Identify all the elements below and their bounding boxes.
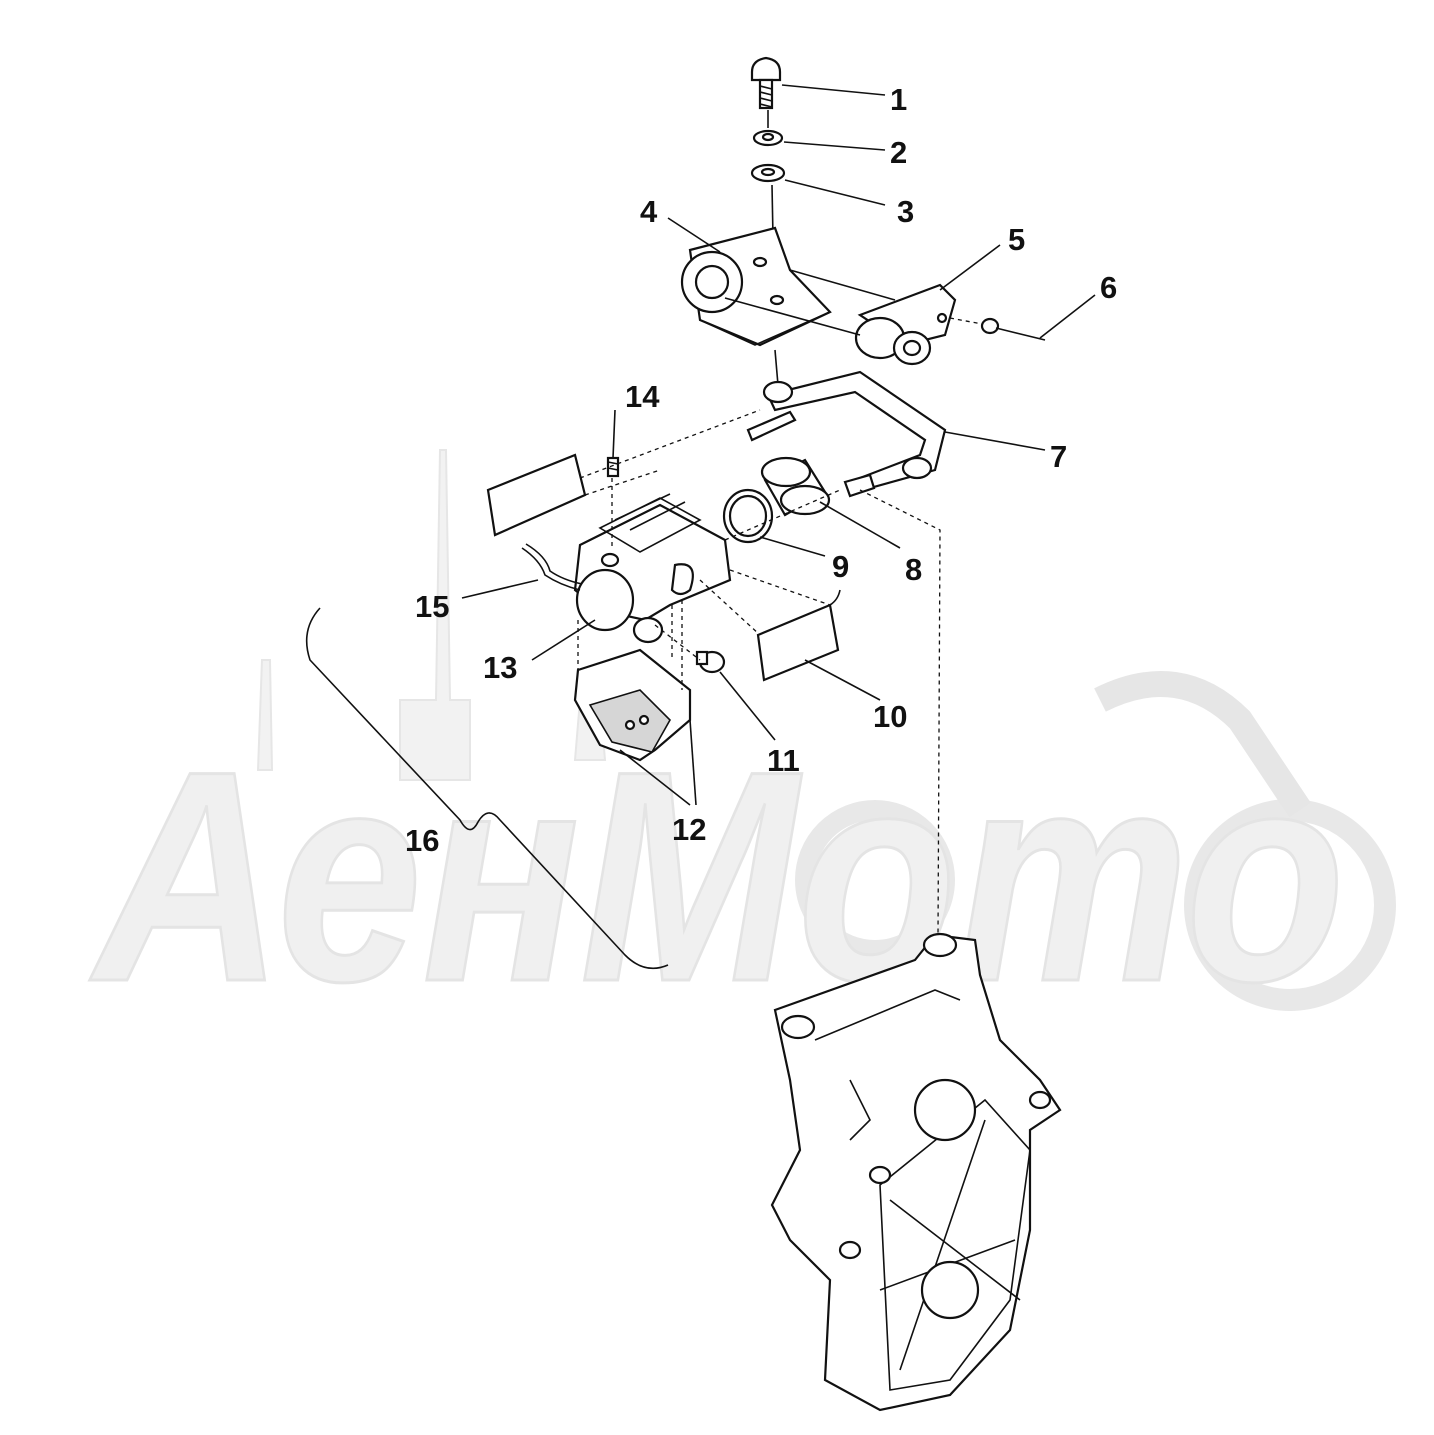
- watermark: АенМото: [85, 449, 1396, 1046]
- callout-16: 16: [405, 823, 439, 858]
- assembly-guides: [577, 409, 941, 936]
- callout-7: 7: [1050, 439, 1067, 474]
- part-pivot-arm: [854, 283, 957, 366]
- callout-12: 12: [672, 812, 706, 847]
- part-flat-washer: [750, 163, 786, 183]
- part-caliper-bracket: [680, 226, 832, 347]
- part-chaincase-housing: [770, 932, 1062, 1412]
- part-bleeder-screw: [606, 456, 620, 478]
- leader-lines: [305, 84, 1096, 970]
- callout-2: 2: [890, 135, 907, 170]
- callout-8: 8: [905, 552, 922, 587]
- part-piston: [760, 456, 831, 517]
- part-cotter-pin: [980, 317, 1046, 341]
- watermark-text: АенМото: [87, 708, 1345, 1044]
- part-banjo-fitting: [695, 650, 726, 674]
- callout-11: 11: [767, 743, 800, 778]
- callout-15: 15: [415, 589, 449, 624]
- part-lock-washer: [752, 129, 784, 147]
- part-caliper-body: [573, 493, 732, 644]
- callouts: 1 2 3 4 5 6 7 8 9 10 11 12 13 14 15 16: [405, 82, 1117, 858]
- callout-6: 6: [1100, 270, 1117, 305]
- callout-5: 5: [1008, 222, 1025, 257]
- callout-4: 4: [640, 194, 658, 229]
- part-pad-shim-left: [486, 453, 587, 537]
- callout-14: 14: [625, 379, 660, 414]
- part-brake-pads: [573, 648, 692, 762]
- callout-9: 9: [832, 549, 849, 584]
- part-brake-line: [521, 543, 583, 591]
- part-bolt: [750, 56, 782, 110]
- part-piston-seal: [722, 488, 774, 544]
- part-mount-frame: [746, 370, 947, 498]
- callout-3: 3: [897, 194, 914, 229]
- part-pad-shim-right: [756, 589, 841, 682]
- callout-13: 13: [483, 650, 517, 685]
- callout-10: 10: [873, 699, 907, 734]
- callout-1: 1: [890, 82, 907, 117]
